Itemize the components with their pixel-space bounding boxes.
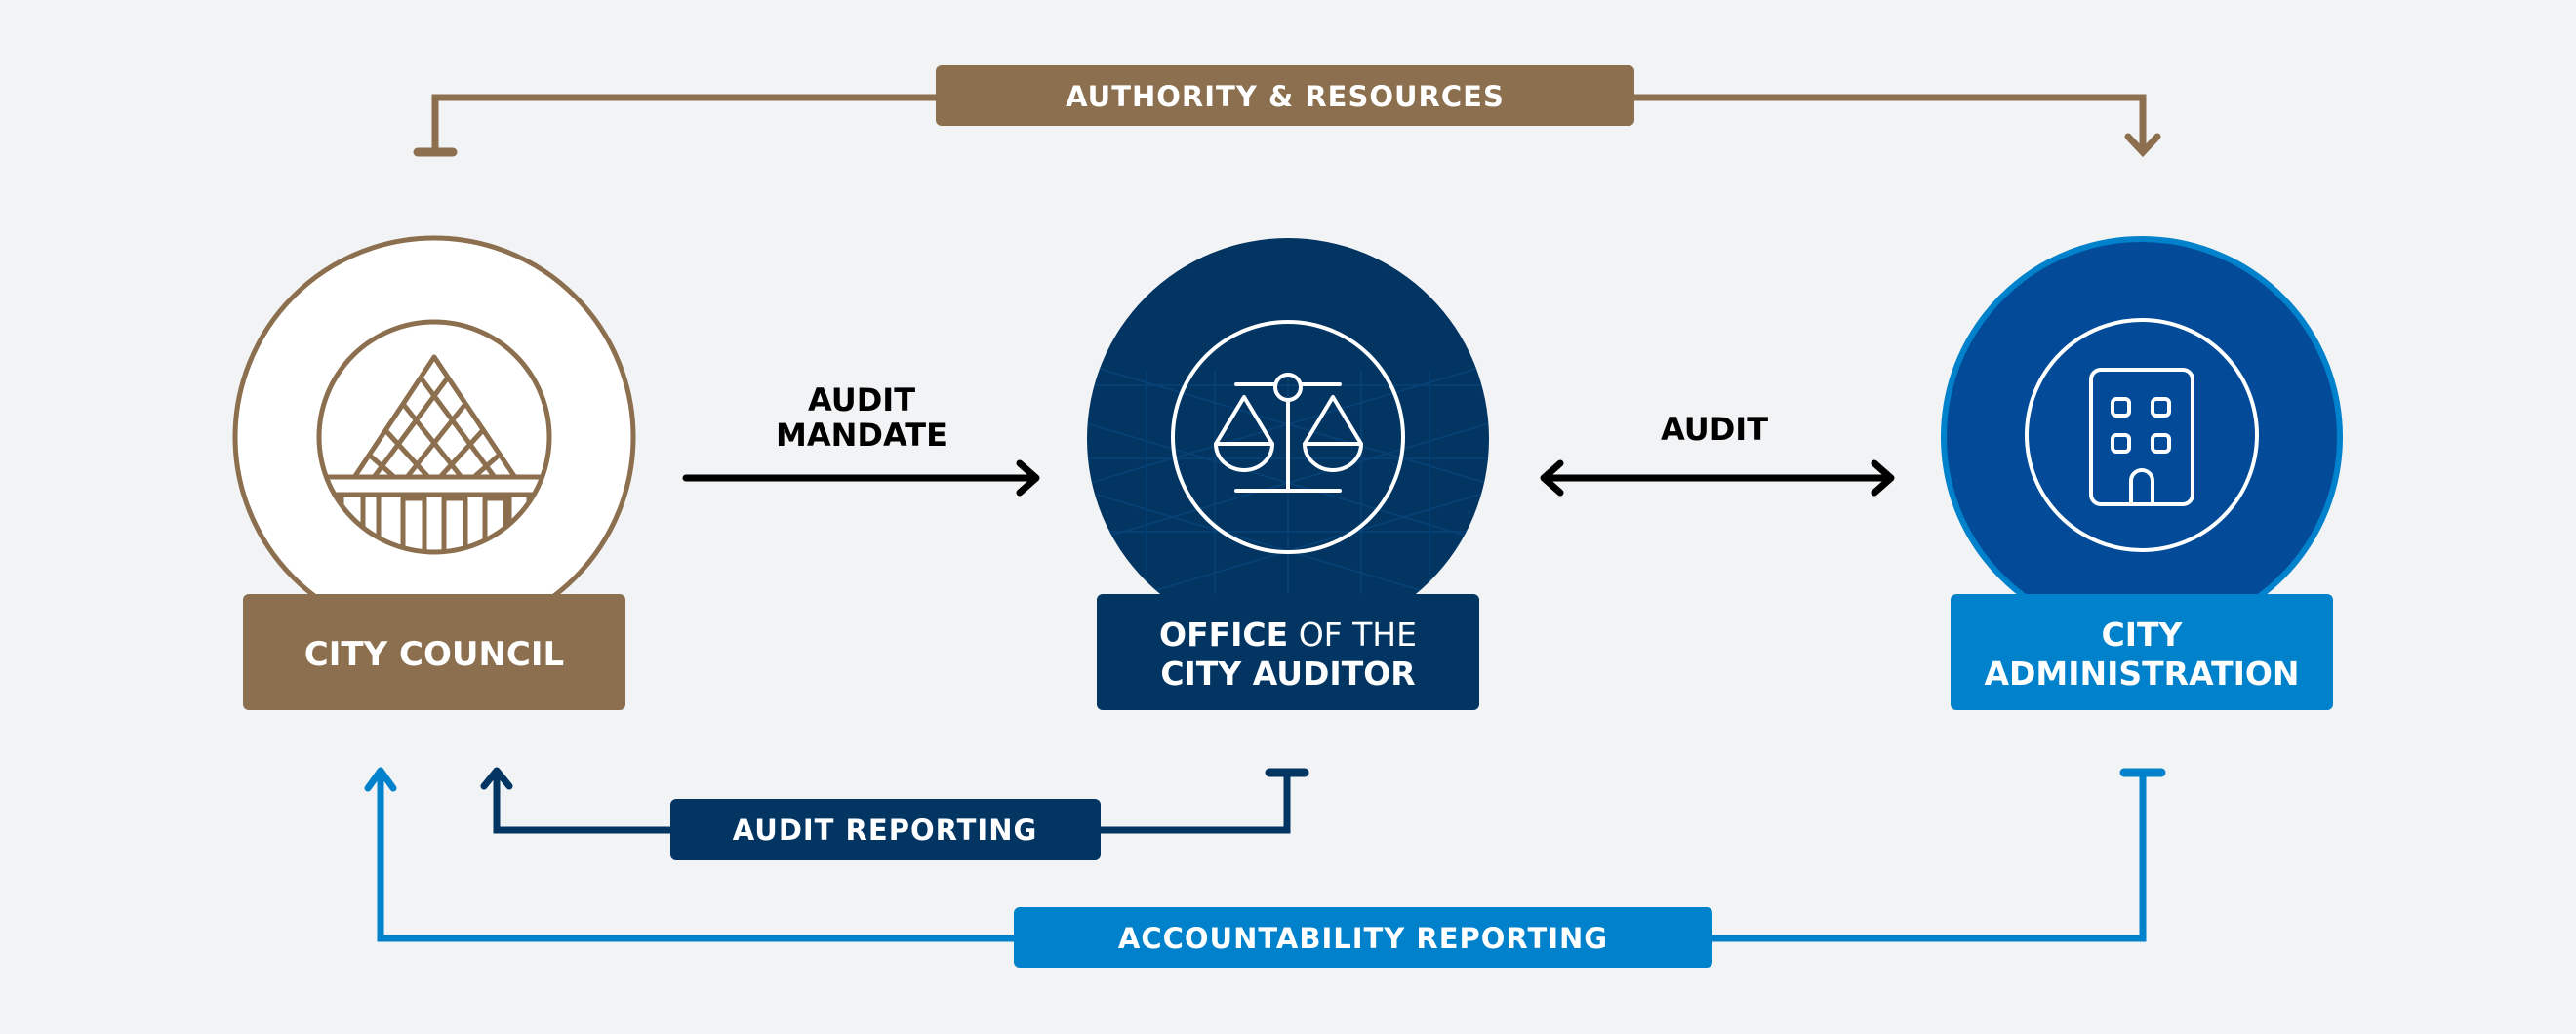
accountability-arrowhead-icon bbox=[364, 767, 397, 792]
audit-flow: AUDIT bbox=[1540, 411, 1895, 497]
council-label: CITY COUNCIL bbox=[304, 635, 564, 674]
accountability-connector-right bbox=[1712, 775, 2147, 942]
authority-resources-label: AUTHORITY & RESOURCES bbox=[1066, 80, 1505, 113]
city-council-node[interactable]: CITY COUNCIL bbox=[232, 235, 636, 710]
audit-reporting-badge: AUDIT REPORTING bbox=[670, 799, 1101, 860]
auditor-label-box bbox=[1097, 594, 1479, 710]
admin-outer-circle bbox=[1941, 236, 2343, 638]
audit-reporting-flow bbox=[480, 767, 1309, 834]
admin-label-box bbox=[1951, 594, 2333, 710]
auditor-label-line1: OFFICE OF THE bbox=[1159, 616, 1417, 654]
audit-reporting-connector-right bbox=[1101, 773, 1291, 834]
audit-label: AUDIT bbox=[1661, 411, 1768, 448]
council-label-box bbox=[243, 594, 625, 710]
auditor-label-light: OF THE bbox=[1288, 616, 1417, 654]
city-auditor-node[interactable]: OFFICE OF THE CITY AUDITOR bbox=[1073, 238, 1503, 710]
audit-reporting-connector-left bbox=[493, 773, 671, 834]
auditor-label-line2: CITY AUDITOR bbox=[1160, 655, 1415, 693]
authority-connector-left bbox=[431, 94, 937, 151]
audit-reporting-label: AUDIT REPORTING bbox=[733, 814, 1038, 847]
admin-label-line2: ADMINISTRATION bbox=[1984, 655, 2299, 693]
auditor-label-bold: OFFICE bbox=[1159, 616, 1288, 654]
authority-resources-badge: AUTHORITY & RESOURCES bbox=[936, 65, 1634, 126]
council-outer-circle bbox=[232, 235, 636, 639]
accountability-connector-left bbox=[377, 773, 1015, 942]
audit-arrowhead-right-icon bbox=[1871, 459, 1895, 497]
audit-mandate-label-line1: AUDIT bbox=[808, 381, 915, 418]
authority-connector-right bbox=[1633, 94, 2147, 150]
audit-mandate-flow: AUDIT MANDATE bbox=[682, 381, 1040, 497]
office-building-icon bbox=[2025, 318, 2259, 552]
audit-mandate-arrowhead-icon bbox=[1016, 459, 1040, 497]
audit-reporting-arrowhead-icon bbox=[480, 767, 513, 790]
accountability-reporting-flow bbox=[364, 767, 2166, 942]
accountability-reporting-badge: ACCOUNTABILITY REPORTING bbox=[1014, 907, 1712, 968]
scales-of-justice-icon bbox=[1171, 320, 1405, 554]
audit-mandate-label-line2: MANDATE bbox=[776, 417, 947, 454]
pyramid-building-icon bbox=[316, 319, 552, 555]
audit-arrowhead-left-icon bbox=[1540, 459, 1564, 497]
accountability-reporting-label: ACCOUNTABILITY REPORTING bbox=[1118, 922, 1608, 955]
authority-arrowhead-icon bbox=[2124, 133, 2161, 158]
city-administration-node[interactable]: CITY ADMINISTRATION bbox=[1941, 236, 2343, 710]
admin-label-line1: CITY bbox=[2102, 616, 2184, 654]
authority-resources-flow bbox=[413, 94, 2161, 158]
